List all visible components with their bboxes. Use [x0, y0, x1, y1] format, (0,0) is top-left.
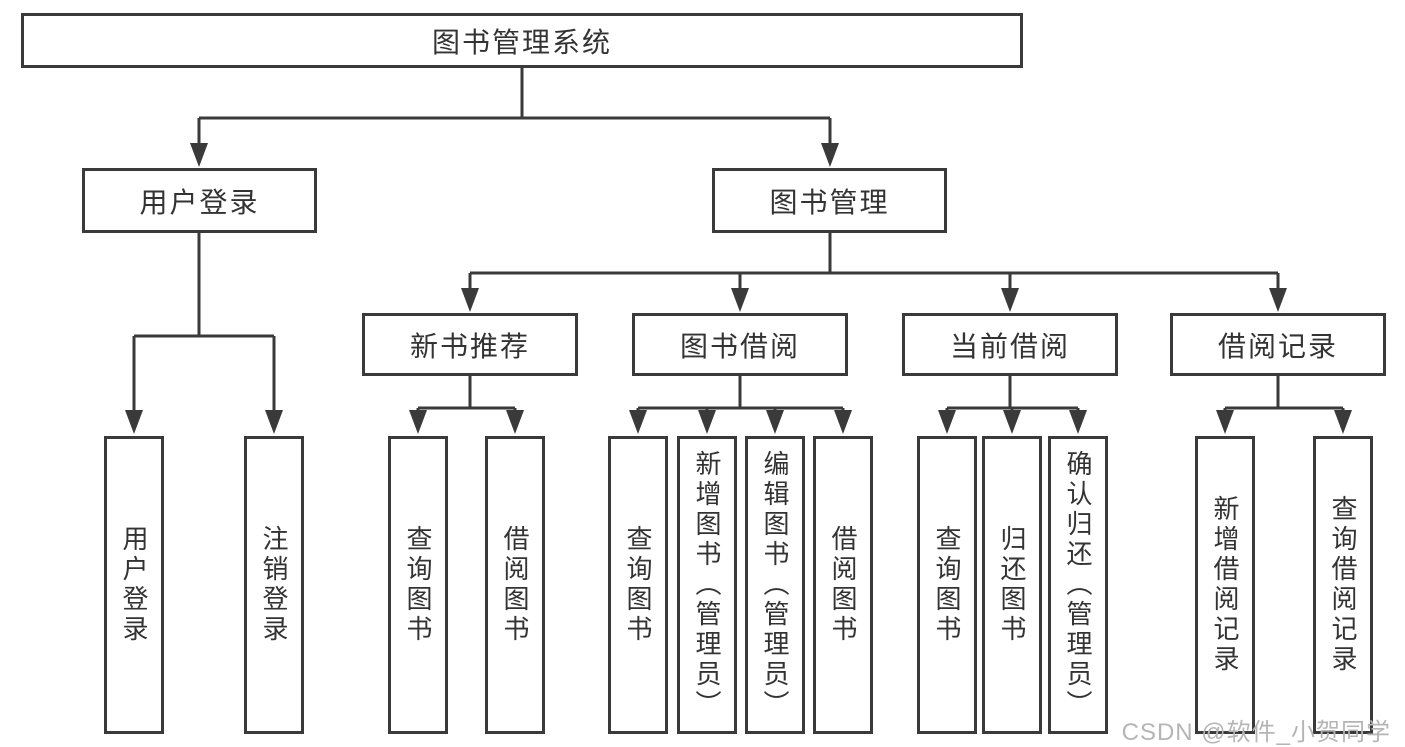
node-label: 借阅图书 [828, 525, 858, 645]
node-user-login: 用户登录 [82, 168, 317, 233]
leaf-borrow-books-borrow: 借阅图书 [813, 436, 873, 734]
connector-user-login-fork [125, 233, 283, 434]
leaf-query-books-recommend: 查询图书 [388, 436, 448, 734]
node-book-borrow: 图书借阅 [632, 313, 848, 376]
leaf-query-borrow-record: 查询借阅记录 [1313, 436, 1373, 734]
node-borrow-records: 借阅记录 [1170, 313, 1386, 376]
node-label: 查询图书 [932, 525, 962, 645]
node-label: 当前借阅 [949, 330, 1070, 362]
node-label: 新增借阅记录 [1210, 495, 1240, 675]
leaf-confirm-return-admin: 确认归还（管理员） [1048, 436, 1108, 734]
leaf-query-books-borrow: 查询图书 [608, 436, 668, 734]
leaf-add-book-admin: 新增图书（管理员） [677, 436, 737, 734]
leaf-edit-book-admin: 编辑图书（管理员） [745, 436, 805, 734]
connector-root-to-level2 [190, 68, 839, 167]
connector-book-management-fork [461, 233, 1287, 312]
leaf-add-borrow-record: 新增借阅记录 [1195, 436, 1255, 734]
node-label: 图书管理系统 [431, 26, 612, 58]
leaf-borrow-books-recommend: 借阅图书 [485, 436, 545, 734]
node-label: 借阅图书 [500, 525, 530, 645]
leaf-return-books: 归还图书 [982, 436, 1042, 734]
node-label: 注销登录 [259, 525, 289, 645]
node-label: 图书借阅 [679, 330, 800, 362]
node-label: 确认归还（管理员） [1063, 450, 1093, 720]
leaf-user-login: 用户登录 [104, 436, 164, 734]
node-label: 查询借阅记录 [1328, 495, 1358, 675]
csdn-watermark: CSDN @软件_小贺同学 [1121, 719, 1391, 746]
connector-new-book-fork [409, 376, 524, 434]
node-label: 新增图书（管理员） [692, 450, 722, 720]
connector-book-borrow-fork [629, 376, 852, 434]
node-label: 新书推荐 [409, 330, 530, 362]
connector-borrow-records-fork [1216, 376, 1352, 434]
node-library-management-system: 图书管理系统 [21, 13, 1023, 68]
node-label: 归还图书 [997, 525, 1027, 645]
node-new-book-recommend: 新书推荐 [362, 313, 578, 376]
node-label: 编辑图书（管理员） [760, 450, 790, 720]
node-current-borrow: 当前借阅 [902, 313, 1118, 376]
node-book-management: 图书管理 [712, 168, 947, 233]
connector-current-borrow-fork [938, 376, 1087, 434]
leaf-query-books-current: 查询图书 [917, 436, 977, 734]
node-label: 查询图书 [623, 525, 653, 645]
node-label: 借阅记录 [1217, 330, 1338, 362]
leaf-logout: 注销登录 [244, 436, 304, 734]
node-label: 用户登录 [119, 525, 149, 645]
node-label: 用户登录 [139, 186, 260, 218]
node-label: 图书管理 [769, 186, 890, 218]
node-label: 查询图书 [403, 525, 433, 645]
